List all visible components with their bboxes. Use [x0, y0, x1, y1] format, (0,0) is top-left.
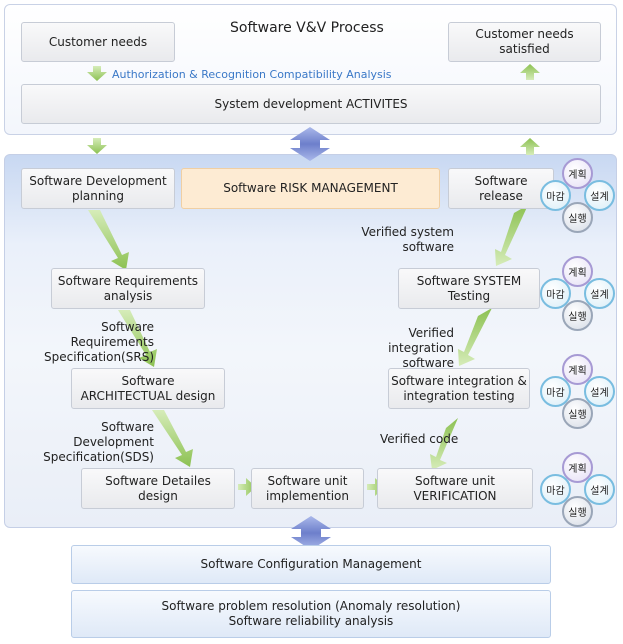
system-development-box: System development ACTIVITES — [21, 84, 601, 124]
integration-testing-box: Software integration & integration testi… — [388, 368, 530, 409]
customer-needs-box: Customer needs — [21, 22, 175, 62]
arrow-verif-to-integration — [430, 418, 458, 470]
arrow-down-system — [87, 138, 107, 154]
configuration-management-box: Software Configuration Management — [71, 545, 551, 584]
detailed-design-box: Software Detailes design — [81, 468, 235, 509]
requirements-analysis-box: Software Requirements analysis — [51, 268, 205, 309]
authorization-analysis-label: Authorization & Recognition Compatibilit… — [112, 68, 392, 81]
verified-integration-label: Verified integration software — [388, 326, 454, 370]
cycle-execute: 실행 — [562, 300, 593, 331]
verified-system-label: Verified system software — [361, 225, 454, 254]
architectural-design-box: Software ARCHITECTUAL design — [71, 368, 225, 409]
cycle-design: 설계 — [584, 180, 615, 211]
customer-needs-satisfied-box: Customer needs satisfied — [448, 22, 601, 62]
srs-label: Software Requirements Specification(SRS) — [44, 320, 154, 364]
arrow-integration-to-system — [458, 308, 492, 366]
pdca-cycle-release: 계획 마감 설계 실행 — [540, 158, 616, 234]
diagram-title: Software V&V Process — [230, 20, 384, 36]
arrow-req-to-arch — [118, 310, 157, 367]
arrow-up-release — [520, 138, 540, 155]
cycle-execute: 실행 — [562, 202, 593, 233]
arrow-planning-to-req — [88, 210, 129, 270]
arrow-system-to-release — [495, 205, 528, 266]
cycle-design: 설계 — [584, 278, 615, 309]
cycle-close: 마감 — [540, 278, 571, 309]
arrow-detail-to-unit — [238, 478, 256, 496]
sds-label: Software Development Specification(SDS) — [43, 420, 154, 464]
cycle-execute: 실행 — [562, 496, 593, 527]
unit-verification-box: Software unit VERIFICATION — [377, 468, 533, 509]
unit-implementation-box: Software unit implemention — [251, 468, 364, 509]
arrow-down-customer — [87, 66, 107, 81]
software-release-box: Software release — [448, 168, 554, 209]
pdca-cycle-integration: 계획 마감 설계 실행 — [540, 354, 616, 430]
cycle-execute: 실행 — [562, 398, 593, 429]
double-arrow-bottom — [291, 516, 331, 550]
arrow-up-satisfied — [520, 64, 540, 80]
double-arrow-top — [290, 127, 330, 161]
problem-resolution-box: Software problem resolution (Anomaly res… — [71, 590, 551, 638]
cycle-design: 설계 — [584, 376, 615, 407]
pdca-cycle-unit: 계획 마감 설계 실행 — [540, 452, 616, 528]
system-testing-box: Software SYSTEM Testing — [398, 268, 540, 309]
arrow-unit-to-verif — [367, 478, 385, 496]
pdca-cycle-system: 계획 마감 설계 실행 — [540, 256, 616, 332]
verified-code-label: Verified code — [380, 432, 459, 446]
dev-planning-box: Software Development planning — [21, 168, 175, 209]
cycle-design: 설계 — [584, 474, 615, 505]
risk-management-box: Software RISK MANAGEMENT — [181, 168, 440, 209]
arrow-arch-to-detail — [152, 410, 193, 467]
